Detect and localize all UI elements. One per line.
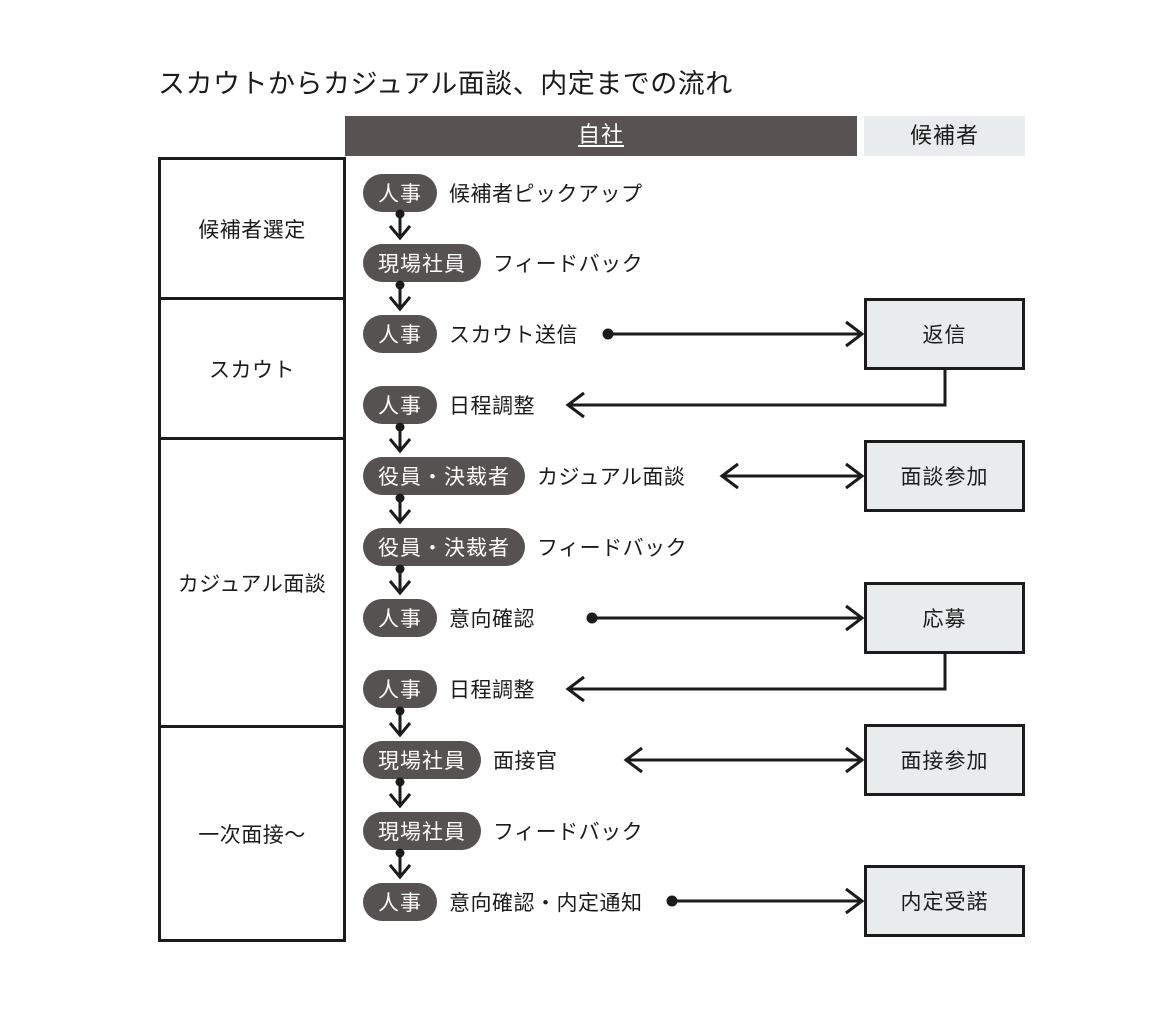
connector-arrowhead-10-11 <box>388 864 412 880</box>
arrow-reply-to-schedule <box>570 370 947 407</box>
connector-arrowhead-9-10 <box>388 793 412 809</box>
step-label: カジュアル面談 <box>537 465 686 489</box>
candidate-box-interview-attend: 面接参加 <box>864 724 1025 796</box>
arrow-start-dot <box>602 328 614 340</box>
role-pill: 現場社員 <box>363 741 481 779</box>
arrowhead-interviewer-left <box>623 746 643 774</box>
phase-cell-2: スカウト <box>161 300 343 440</box>
phase-column: 候補者選定 スカウト カジュアル面談 一次面接〜 <box>158 157 346 942</box>
step-label: フィードバック <box>493 820 644 844</box>
step-label: 面接官 <box>493 749 558 773</box>
role-pill: 役員・決裁者 <box>363 457 525 495</box>
step-label: フィードバック <box>537 536 688 560</box>
flow-row-1: 人事 候補者ピックアップ <box>363 174 643 212</box>
step-label: フィードバック <box>493 252 644 276</box>
connector-arrowhead-6-7 <box>388 580 412 596</box>
flow-row-4: 人事 日程調整 <box>363 386 535 424</box>
flow-row-7: 人事 意向確認 <box>363 599 535 637</box>
arrowhead-apply-to-schedule <box>565 675 585 703</box>
connector-arrowhead-8-9 <box>388 722 412 738</box>
connector-arrowhead-5-6 <box>388 509 412 525</box>
flow-row-5: 役員・決裁者 カジュアル面談 <box>363 457 685 495</box>
connector-arrowhead-2-3 <box>388 296 412 312</box>
flow-row-11: 人事 意向確認・内定通知 <box>363 883 643 921</box>
step-label: 日程調整 <box>449 678 535 702</box>
candidate-box-offer-accept: 内定受諾 <box>864 865 1025 937</box>
role-pill: 人事 <box>363 670 437 708</box>
flow-row-9: 現場社員 面接官 <box>363 741 558 779</box>
phase-cell-1: 候補者選定 <box>161 160 343 300</box>
step-label: 意向確認 <box>449 607 535 631</box>
phase-cell-4: 一次面接〜 <box>161 728 343 939</box>
connector-arrowhead-1-2 <box>388 225 412 241</box>
arrowhead-casual-left <box>719 462 739 490</box>
arrowhead-intention-to-apply <box>845 604 865 632</box>
connector-arrowhead-4-5 <box>388 438 412 454</box>
arrowhead-interviewer-right <box>845 746 865 774</box>
role-pill: 役員・決裁者 <box>363 528 525 566</box>
role-pill: 人事 <box>363 883 437 921</box>
column-header-candidate: 候補者 <box>864 116 1025 156</box>
page-title: スカウトからカジュアル面談、内定までの流れ <box>158 69 733 100</box>
step-label: 候補者ピックアップ <box>449 182 643 206</box>
candidate-box-reply: 返信 <box>864 298 1025 370</box>
flow-row-2: 現場社員 フィードバック <box>363 244 643 282</box>
arrowhead-scout-to-reply <box>845 320 865 348</box>
role-pill: 人事 <box>363 386 437 424</box>
arrow-start-dot <box>666 895 678 907</box>
step-label: 日程調整 <box>449 394 535 418</box>
arrow-apply-to-schedule <box>570 654 947 691</box>
arrowhead-casual-right <box>845 462 865 490</box>
arrowhead-offer-to-accept <box>845 887 865 915</box>
arrowhead-reply-to-schedule <box>565 391 585 419</box>
flow-row-6: 役員・決裁者 フィードバック <box>363 528 687 566</box>
role-pill: 現場社員 <box>363 244 481 282</box>
role-pill: 人事 <box>363 599 437 637</box>
role-pill: 現場社員 <box>363 812 481 850</box>
candidate-box-apply: 応募 <box>864 582 1025 654</box>
role-pill: 人事 <box>363 174 437 212</box>
flow-row-10: 現場社員 フィードバック <box>363 812 643 850</box>
candidate-box-meeting-attend: 面談参加 <box>864 440 1025 512</box>
column-header-company: 自社 <box>345 116 857 156</box>
arrow-start-dot <box>586 612 598 624</box>
flow-row-8: 人事 日程調整 <box>363 670 535 708</box>
role-pill: 人事 <box>363 315 437 353</box>
step-label: 意向確認・内定通知 <box>449 891 643 915</box>
step-label: スカウト送信 <box>449 323 578 347</box>
phase-cell-3: カジュアル面談 <box>161 440 343 728</box>
flow-row-3: 人事 スカウト送信 <box>363 315 578 353</box>
